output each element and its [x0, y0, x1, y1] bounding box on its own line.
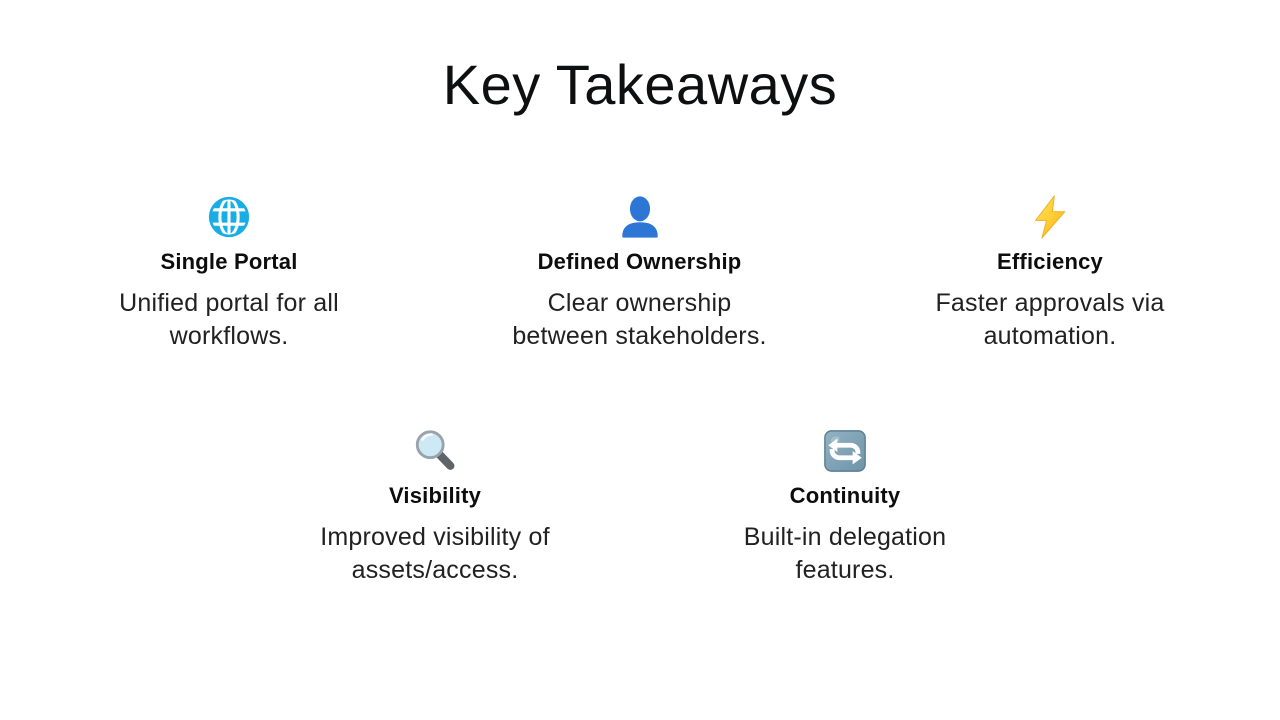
page-title: Key Takeaways	[442, 53, 838, 116]
takeaway-card-defined-ownership: Defined Ownership Clear ownership betwee…	[470, 194, 810, 353]
repeat-icon	[824, 430, 866, 472]
takeaway-card-single-portal: Single Portal Unified portal for all wor…	[59, 194, 399, 353]
takeaway-heading: Single Portal	[160, 249, 298, 274]
takeaway-heading: Visibility	[388, 483, 482, 508]
takeaways-row-top: Single Portal Unified portal for all wor…	[59, 194, 1220, 353]
takeaway-heading: Continuity	[789, 483, 901, 508]
takeaway-body: Clear ownership between stakeholders.	[512, 289, 767, 350]
takeaway-heading: Defined Ownership	[537, 249, 742, 274]
takeaway-card-efficiency: Efficiency Faster approvals via automati…	[880, 194, 1220, 353]
takeaway-body: Built-in delegation features.	[743, 523, 947, 584]
lightning-icon	[1035, 195, 1066, 239]
person-icon	[621, 196, 658, 238]
takeaway-card-continuity: Continuity Built-in delegation features.	[675, 428, 1015, 587]
takeaway-heading: Efficiency	[997, 249, 1103, 274]
globe-icon	[208, 196, 250, 238]
takeaway-card-visibility: Visibility Improved visibility of assets…	[265, 428, 605, 587]
takeaway-body: Unified portal for all workflows.	[119, 289, 339, 350]
takeaway-body: Improved visibility of assets/access.	[320, 523, 550, 584]
magnifier-icon	[415, 430, 455, 470]
takeaways-row-bottom: Visibility Improved visibility of assets…	[265, 428, 1015, 587]
takeaway-body: Faster approvals via automation.	[935, 289, 1165, 350]
